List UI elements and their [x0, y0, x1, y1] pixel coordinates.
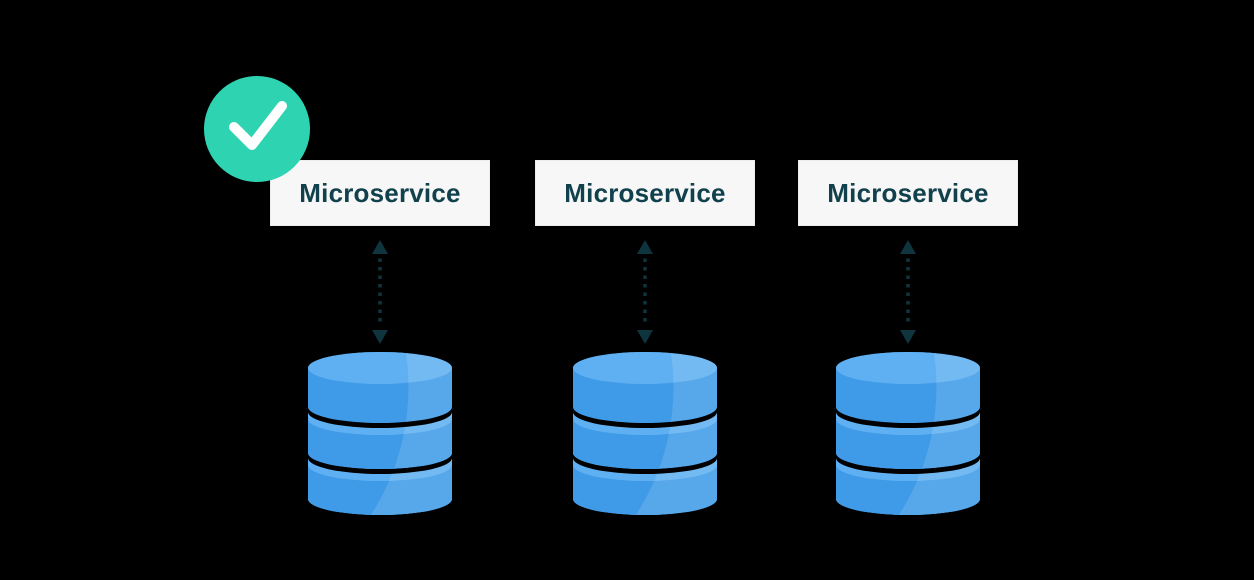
bidirectional-arrow-icon — [898, 240, 918, 344]
database-icon — [308, 352, 452, 516]
bidirectional-arrow-icon — [370, 240, 390, 344]
database-icon — [573, 352, 717, 516]
bidirectional-arrow-icon — [635, 240, 655, 344]
microservice-label: Microservice — [827, 177, 989, 208]
microservice-column: Microservice — [270, 160, 490, 516]
success-badge — [204, 76, 310, 182]
microservice-label: Microservice — [299, 177, 461, 208]
microservice-node: Microservice — [270, 160, 490, 226]
microservice-node: Microservice — [798, 160, 1018, 226]
check-icon — [204, 76, 310, 182]
database-icon — [836, 352, 980, 516]
microservice-column: Microservice — [535, 160, 755, 516]
microservice-column: Microservice — [798, 160, 1018, 516]
microservice-node: Microservice — [535, 160, 755, 226]
microservice-label: Microservice — [564, 177, 726, 208]
